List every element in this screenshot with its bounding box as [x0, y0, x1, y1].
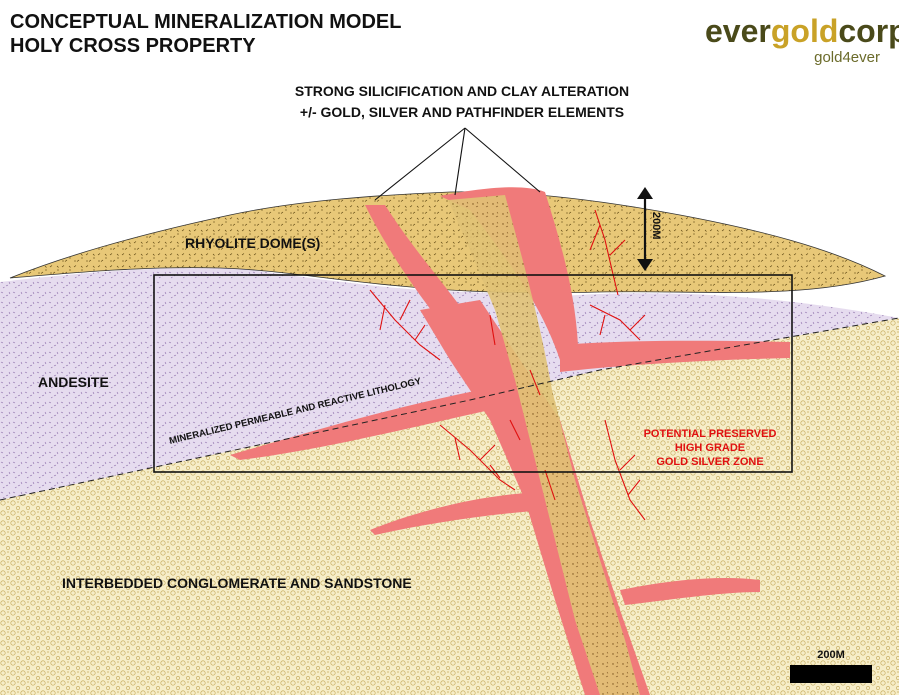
breccia-core — [448, 195, 640, 695]
vertical-scale-arrow — [637, 187, 653, 271]
svg-text:evergoldcorp.: evergoldcorp. — [705, 13, 899, 49]
potential-zone-line3: GOLD SILVER ZONE — [656, 456, 763, 468]
alteration-callout-lines — [374, 127, 541, 201]
andesite-label: ANDESITE — [38, 374, 109, 390]
potential-zone-line2: HIGH GRADE — [675, 442, 745, 454]
vertical-scale-label: 200M — [650, 212, 662, 240]
potential-zone-line1: POTENTIAL PRESERVED — [644, 428, 777, 440]
title-line1: CONCEPTUAL MINERALIZATION MODEL — [10, 11, 401, 33]
logo-gold: gold — [771, 13, 839, 49]
lithology-boundary — [0, 317, 899, 501]
rhyolite-dome-unit — [9, 191, 887, 294]
scale-bar — [790, 665, 872, 683]
scale-bar-label: 200M — [817, 649, 845, 661]
alteration-text-1: STRONG SILICIFICATION AND CLAY ALTERATIO… — [295, 83, 629, 99]
company-logo: evergoldcorp. gold4ever — [705, 13, 899, 66]
logo-tagline: gold4ever — [814, 49, 880, 66]
vein-stockwork — [369, 209, 646, 521]
potential-zone-label: POTENTIAL PRESERVED HIGH GRADE GOLD SILV… — [644, 428, 777, 468]
logo-ever: ever — [705, 13, 771, 49]
title-line2: HOLY CROSS PROPERTY — [10, 35, 256, 57]
alteration-text-2: +/- GOLD, SILVER AND PATHFINDER ELEMENTS — [300, 104, 624, 120]
target-box — [153, 274, 793, 473]
conglomerate-label: INTERBEDDED CONGLOMERATE AND SANDSTONE — [62, 575, 412, 591]
rhyolite-label: RHYOLITE DOME(S) — [185, 235, 320, 251]
andesite-unit — [0, 267, 899, 500]
logo-corp: corp. — [838, 13, 899, 49]
